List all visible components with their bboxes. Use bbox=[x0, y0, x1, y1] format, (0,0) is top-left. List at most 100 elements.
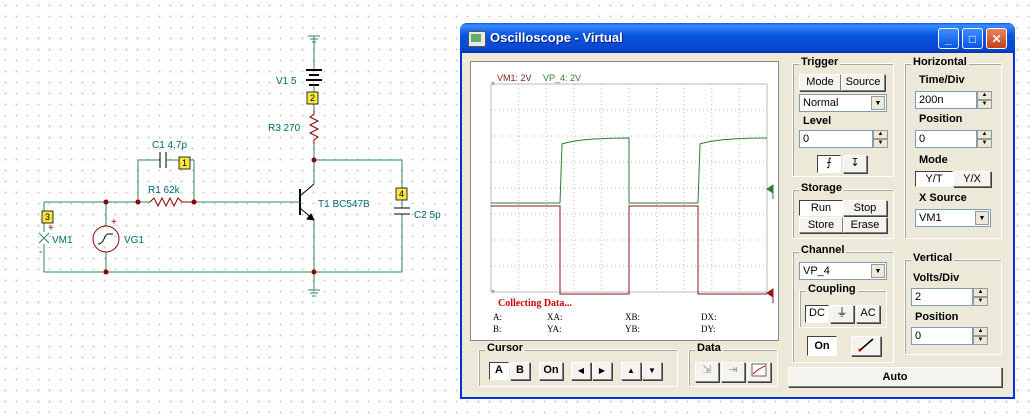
probe-button[interactable] bbox=[851, 336, 881, 356]
v-position-input[interactable]: 0 bbox=[911, 327, 973, 345]
vg1-label: VG1 bbox=[124, 235, 144, 246]
chevron-down-icon: ▼ bbox=[871, 264, 885, 278]
trigger-level-input[interactable]: 0 bbox=[799, 130, 873, 148]
cursor-group: Cursor A B On ◀ ▶ ▲ ▼ bbox=[478, 342, 678, 387]
legend-vp4: VP_4: 2V bbox=[543, 73, 581, 83]
vg1-plus: + bbox=[111, 217, 117, 228]
node-4-label: 4 bbox=[399, 189, 404, 199]
export-icon: ⇥ bbox=[728, 364, 738, 376]
trigger-mode-select[interactable]: Normal▼ bbox=[799, 94, 887, 112]
v1-label: V1 5 bbox=[276, 76, 297, 87]
circuit-schematic: 2 1 3 4 V1 5 R3 270 C1 4,7p R1 62k T1 BC… bbox=[38, 35, 441, 297]
ac-coupling-button[interactable]: AC bbox=[856, 305, 880, 323]
readout-b: B: bbox=[493, 324, 502, 334]
legend-vm1: VM1: 2V bbox=[497, 73, 532, 83]
level-label: Level bbox=[803, 115, 832, 127]
v-position-spinner[interactable]: ▲▼ bbox=[973, 327, 988, 345]
vm1-minus: - bbox=[39, 247, 42, 258]
vp4-trigger-marker-icon[interactable] bbox=[766, 184, 774, 199]
timediv-label: Time/Div bbox=[919, 74, 965, 86]
vm1-plus: + bbox=[48, 223, 54, 234]
vm1-label: VM1 bbox=[52, 235, 73, 246]
data-graph-button[interactable] bbox=[747, 362, 771, 382]
trigger-mode-button[interactable]: Mode bbox=[799, 74, 841, 91]
xsource-label: X Source bbox=[919, 192, 967, 204]
falling-edge-button[interactable]: ↧ bbox=[843, 155, 867, 173]
rising-edge-button[interactable]: ⨍ bbox=[817, 155, 841, 173]
stop-button[interactable]: Stop bbox=[843, 200, 887, 216]
top-left-marker-icon bbox=[491, 82, 495, 86]
trigger-group: Trigger Mode Source Normal▼ Level 0 ▲▼ ⨍… bbox=[792, 56, 894, 177]
vm1-ground-marker-icon[interactable] bbox=[766, 288, 774, 303]
coupling-title: Coupling bbox=[806, 283, 858, 295]
readout-ya: YA: bbox=[547, 324, 562, 334]
node-2-label: 2 bbox=[310, 93, 315, 103]
waveform-plot: VM1: 2V VP_4: 2V bbox=[490, 73, 774, 303]
probe-icon bbox=[858, 338, 874, 352]
data-import-button[interactable]: ⇲ bbox=[695, 362, 719, 382]
horizontal-group: Horizontal Time/Div 200n ▲▼ Position 0 ▲… bbox=[904, 56, 1002, 239]
horizontal-title: Horizontal bbox=[911, 56, 969, 68]
title-bar[interactable]: Oscilloscope - Virtual _ □ ✕ bbox=[460, 23, 1015, 53]
channel-select[interactable]: VP_4▼ bbox=[799, 262, 887, 280]
vertical-title: Vertical bbox=[911, 252, 955, 264]
t1-label: T1 BC547B bbox=[318, 199, 370, 210]
dc-coupling-button[interactable]: DC bbox=[805, 305, 829, 323]
cursor-b-button[interactable]: B bbox=[510, 362, 530, 380]
maximize-button[interactable]: □ bbox=[962, 28, 983, 49]
close-button[interactable]: ✕ bbox=[986, 28, 1007, 49]
cursor-down-button[interactable]: ▼ bbox=[642, 362, 662, 380]
chevron-down-icon: ▼ bbox=[871, 96, 885, 110]
voltsdiv-spinner[interactable]: ▲▼ bbox=[973, 288, 988, 306]
readout-dx: DX: bbox=[701, 312, 717, 322]
voltsdiv-input[interactable]: 2 bbox=[911, 288, 973, 306]
data-export-button[interactable]: ⇥ bbox=[721, 362, 745, 382]
trace-vp4 bbox=[491, 137, 768, 204]
vertical-group: Vertical Volts/Div 2 ▲▼ Position 0 ▲▼ bbox=[904, 252, 1002, 355]
data-title: Data bbox=[695, 342, 723, 354]
cursor-up-button[interactable]: ▲ bbox=[621, 362, 641, 380]
h-position-label: Position bbox=[919, 113, 963, 125]
run-button[interactable]: Run bbox=[799, 200, 843, 216]
yt-mode-button[interactable]: Y/T bbox=[915, 171, 953, 187]
window-title: Oscilloscope - Virtual bbox=[490, 30, 623, 45]
r1-label: R1 62k bbox=[148, 185, 181, 196]
gnd-coupling-button[interactable]: ⏚ bbox=[830, 305, 854, 323]
trigger-source-button[interactable]: Source bbox=[841, 74, 885, 91]
channel-title: Channel bbox=[799, 244, 847, 256]
channel-on-button[interactable]: On bbox=[807, 336, 837, 356]
readout-dy: DY: bbox=[701, 324, 716, 334]
cursor-title: Cursor bbox=[485, 342, 526, 354]
readout-yb: YB: bbox=[625, 324, 641, 334]
node-3-label: 3 bbox=[45, 212, 50, 222]
data-group: Data ⇲ ⇥ bbox=[688, 342, 778, 387]
store-button[interactable]: Store bbox=[799, 217, 843, 233]
chevron-down-icon: ▼ bbox=[975, 211, 989, 225]
cursor-on-button[interactable]: On bbox=[539, 362, 563, 380]
yx-mode-button[interactable]: Y/X bbox=[953, 171, 991, 187]
level-spinner[interactable]: ▲▼ bbox=[873, 130, 888, 148]
h-position-spinner[interactable]: ▲▼ bbox=[977, 130, 992, 148]
oscilloscope-app-icon bbox=[468, 31, 486, 47]
timediv-spinner[interactable]: ▲▼ bbox=[977, 91, 992, 109]
h-position-input[interactable]: 0 bbox=[915, 130, 977, 148]
auto-button[interactable]: Auto bbox=[788, 367, 1002, 387]
mode-label: Mode bbox=[919, 154, 948, 166]
cursor-a-button[interactable]: A bbox=[489, 362, 509, 380]
c1-label: C1 4,7p bbox=[152, 140, 187, 151]
coupling-group: Coupling DC ⏚ AC bbox=[799, 283, 887, 328]
cursor-right-button[interactable]: ▶ bbox=[592, 362, 612, 380]
storage-title: Storage bbox=[799, 182, 844, 194]
timediv-input[interactable]: 200n bbox=[915, 91, 977, 109]
voltsdiv-label: Volts/Div bbox=[913, 272, 960, 284]
bottom-left-marker-icon bbox=[491, 290, 495, 294]
c2-label: C2 5p bbox=[414, 210, 441, 221]
minimize-button[interactable]: _ bbox=[938, 28, 959, 49]
xsource-select[interactable]: VM1▼ bbox=[915, 209, 991, 227]
cursor-left-button[interactable]: ◀ bbox=[571, 362, 591, 380]
scope-display[interactable]: VM1: 2V VP_4: 2V Collecting Data... A: B… bbox=[470, 61, 779, 341]
erase-button[interactable]: Erase bbox=[843, 217, 887, 233]
r3-label: R3 270 bbox=[268, 123, 301, 134]
status-text: Collecting Data... bbox=[498, 298, 572, 309]
readout-xa: XA: bbox=[547, 312, 563, 322]
